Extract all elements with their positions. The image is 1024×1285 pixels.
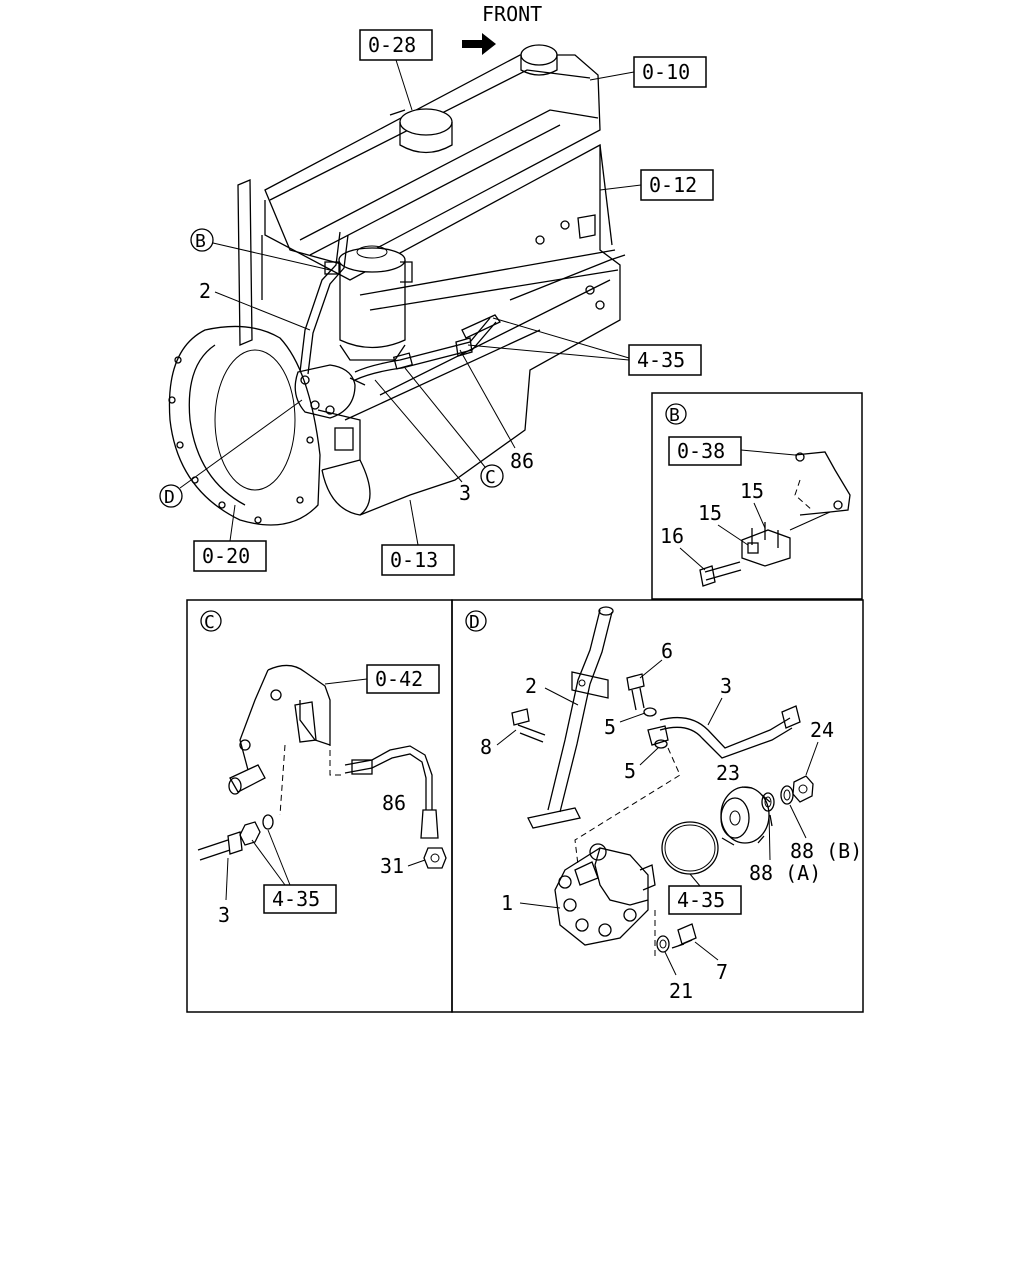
part-label-3: 3: [218, 903, 230, 927]
circled-ref-c-main: C: [404, 367, 504, 488]
part-label-86: 86: [382, 791, 406, 815]
ref-box-0-28: 0-28: [359, 29, 433, 111]
svg-text:0-38: 0-38: [677, 439, 725, 463]
ref-box-0-20: 0-20: [193, 504, 267, 572]
part-label-2: 2: [525, 674, 537, 698]
svg-text:C: C: [204, 612, 215, 633]
circled-ref-d-main: D: [159, 399, 303, 508]
circled-ref-b-main: B: [190, 228, 331, 271]
part-label-16: 16: [660, 524, 684, 548]
part-label-15: 15: [698, 501, 722, 525]
svg-text:4-35: 4-35: [272, 887, 320, 911]
svg-text:4-35: 4-35: [637, 348, 685, 372]
svg-text:2: 2: [199, 279, 211, 303]
part-label-3-main: 3: [374, 379, 471, 505]
part-label-88a: 88 (A): [749, 861, 821, 885]
part-label-6: 6: [661, 639, 673, 663]
detail-c-panel: C 0-42 4-35 86 31 3: [186, 599, 453, 1013]
svg-text:C: C: [485, 467, 496, 488]
part-label-7: 7: [716, 960, 728, 984]
ref-box-0-10: 0-10: [589, 56, 707, 88]
ref-box-4-35: 4-35: [467, 317, 702, 376]
part-label-2-main: 2: [199, 279, 311, 331]
part-label-88b: 88 (B): [790, 839, 862, 863]
front-label: FRONT: [482, 2, 542, 26]
part-label-24: 24: [810, 718, 834, 742]
part-label-1: 1: [501, 891, 513, 915]
svg-text:0-42: 0-42: [375, 667, 423, 691]
part-label-5-top: 5: [604, 715, 616, 739]
svg-text:0-10: 0-10: [642, 60, 690, 84]
svg-text:D: D: [164, 487, 175, 508]
part-label-3-detail: 3: [720, 674, 732, 698]
part-label-21: 21: [669, 979, 693, 1003]
svg-text:0-28: 0-28: [368, 33, 416, 57]
ref-box-0-13: 0-13: [381, 499, 455, 576]
part-label-31: 31: [380, 854, 404, 878]
svg-text:D: D: [469, 612, 480, 633]
detail-b-panel: B 0-38 15 15 16: [651, 392, 863, 600]
svg-text:86: 86: [510, 449, 534, 473]
detail-d-panel: D: [451, 599, 864, 1013]
part-label-15-top: 15: [740, 479, 764, 503]
svg-text:B: B: [195, 231, 206, 252]
svg-text:0-13: 0-13: [390, 548, 438, 572]
svg-text:0-12: 0-12: [649, 173, 697, 197]
engine-illustration: [168, 44, 626, 526]
ref-box-0-12: 0-12: [599, 169, 714, 201]
svg-text:3: 3: [459, 481, 471, 505]
part-label-23: 23: [716, 761, 740, 785]
part-label-8: 8: [480, 735, 492, 759]
svg-text:0-20: 0-20: [202, 544, 250, 568]
front-arrow-icon: [462, 33, 496, 55]
svg-text:B: B: [669, 405, 680, 426]
svg-text:4-35: 4-35: [677, 888, 725, 912]
part-label-86-main: 86: [459, 349, 534, 473]
part-label-5-bottom: 5: [624, 759, 636, 783]
